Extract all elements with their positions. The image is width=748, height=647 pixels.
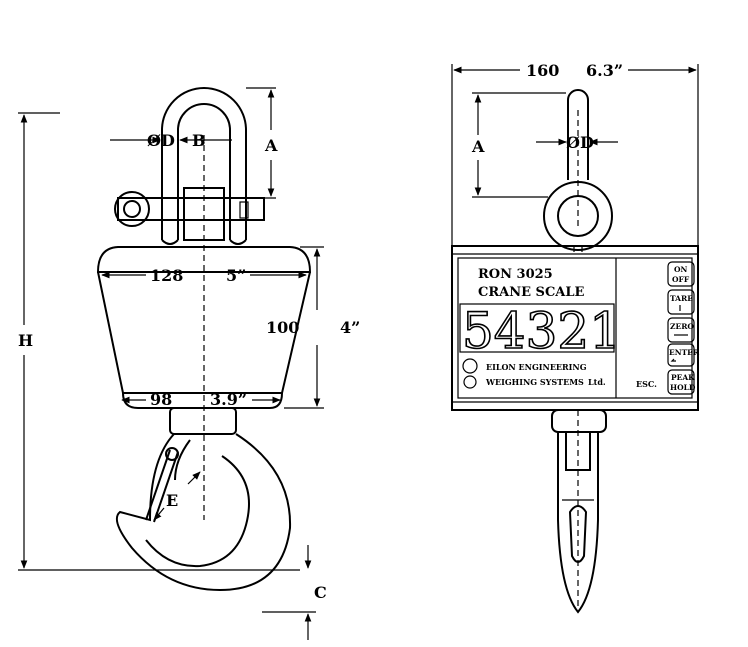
dim-c-label: C	[314, 583, 327, 602]
type-label: CRANE SCALE	[478, 285, 585, 300]
dim-front-width-mm: 160	[526, 61, 559, 80]
dim-od-label: ØD	[147, 131, 175, 150]
shackle	[114, 87, 265, 245]
company-line1: EILON ENGINEERING	[486, 362, 587, 372]
model-label: RON 3025	[478, 267, 553, 282]
logo-secondary-icon	[463, 375, 477, 389]
dim-height-mm: 100	[266, 318, 299, 337]
button-zero-label: ZERO	[670, 322, 694, 331]
esc-label: ESC.	[636, 379, 657, 389]
dim-front-width-in: 6.3”	[586, 61, 623, 80]
dim-bottom-width-mm: 98	[150, 390, 172, 409]
button-peak-hold-line2: HOLD	[670, 383, 696, 392]
lcd-window	[459, 303, 615, 353]
display-panel	[457, 257, 693, 399]
button-tare-label: TARE	[670, 294, 693, 303]
dim-height-in: 4”	[340, 318, 360, 337]
button-on-off-line2: OFF	[672, 275, 690, 284]
front-hook	[551, 409, 607, 614]
button-enter-label: ENTER	[669, 348, 700, 357]
dim-front-od-label: ØD	[566, 133, 594, 152]
dim-e-label: E	[166, 491, 178, 510]
button-on-off-line1: ON	[674, 265, 688, 274]
dim-bottom-width-in: 3.9”	[210, 390, 247, 409]
button-enter[interactable]: ENTER	[667, 343, 700, 367]
dim-top-width-in: 5”	[226, 266, 246, 285]
button-peak-hold[interactable]: PEAK HOLD	[667, 369, 696, 395]
dim-h-label: H	[18, 331, 33, 350]
company-line2: WEIGHING SYSTEMS	[485, 377, 584, 387]
lcd-readout: 54321	[462, 302, 621, 360]
side-view: ØD B A H C E 128 5” 100 4”	[18, 87, 360, 640]
dim-top-width-mm: 128	[150, 266, 183, 285]
front-view: 160 6.3” A ØD RON 3025 CRANE SCALE	[451, 61, 700, 614]
hook	[116, 407, 292, 592]
logo-icon	[462, 358, 478, 374]
button-tare[interactable]: TARE	[667, 289, 695, 315]
dim-front-a-label: A	[471, 137, 485, 156]
button-peak-hold-line1: PEAK	[671, 373, 695, 382]
button-on-off[interactable]: ON OFF	[667, 261, 695, 287]
button-zero[interactable]: ZERO	[667, 317, 695, 343]
dim-b-label: B	[192, 131, 206, 150]
dim-a-label: A	[264, 136, 278, 155]
company-suffix: Ltd.	[588, 377, 606, 387]
